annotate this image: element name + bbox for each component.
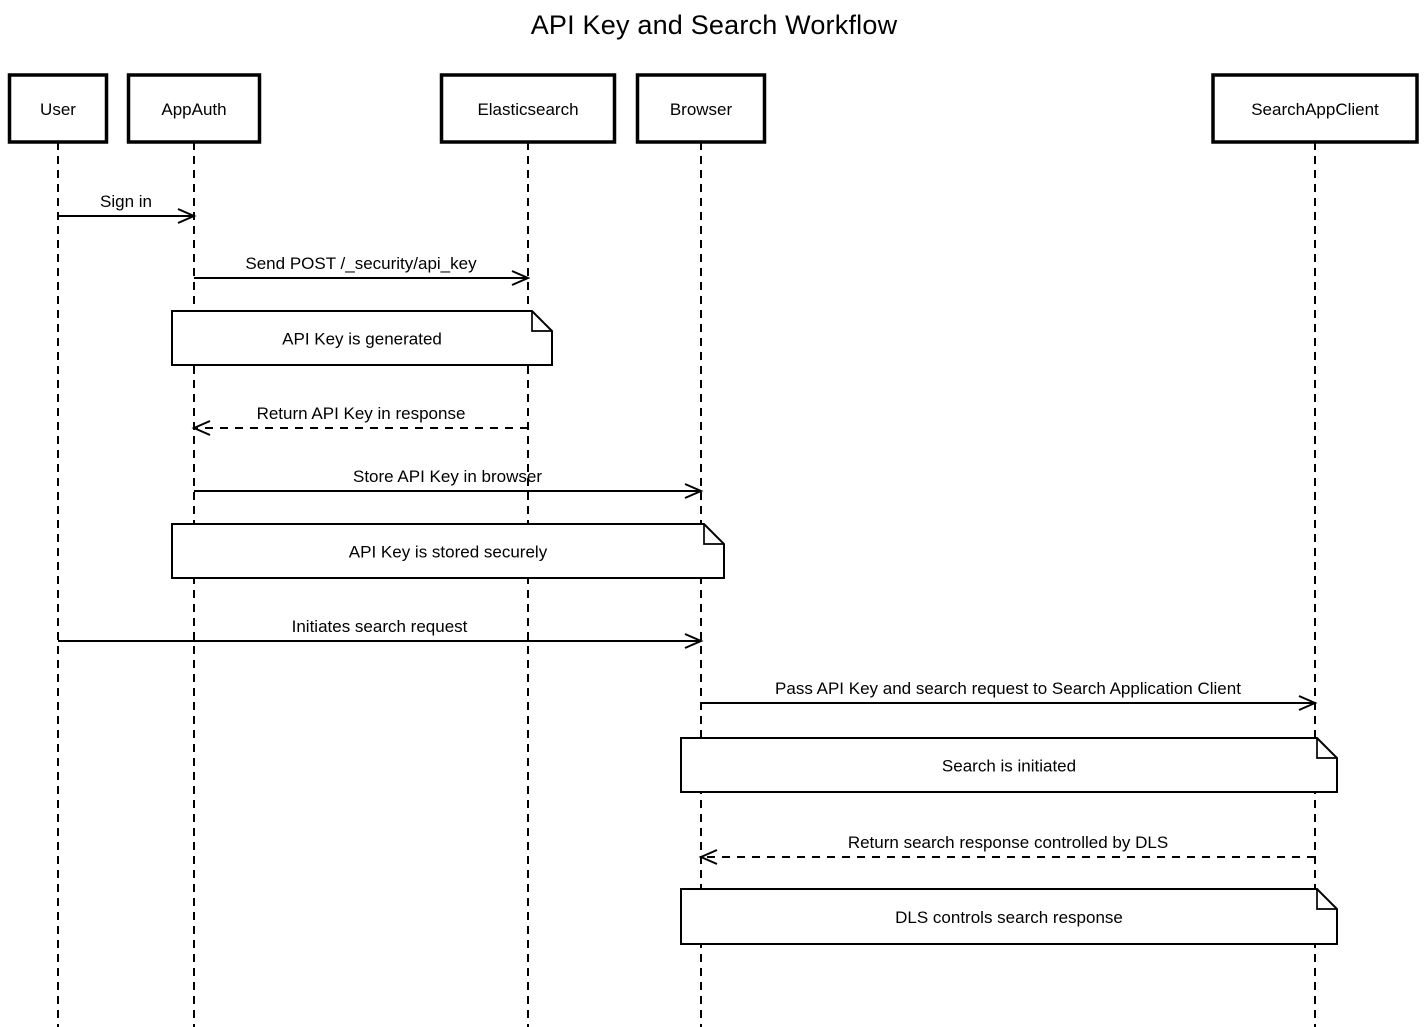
note-box [171,523,725,579]
actor-label-user: User [40,100,76,119]
note-fold-icon [703,524,724,545]
note-fold-icon [1316,738,1337,759]
note-box [680,888,1338,945]
note-label: API Key is generated [282,330,442,349]
actor-label-appauth: AppAuth [161,100,226,119]
message-arrowhead [511,270,531,286]
message-label: Store API Key in browser [353,467,542,486]
message-arrowhead [698,849,718,865]
message-arrowhead [684,483,704,499]
actor-label-browser: Browser [670,100,733,119]
actor-box-searchappclient [1211,73,1419,144]
message-label: Return API Key in response [257,404,466,423]
note-box [680,737,1338,793]
message-label: Return search response controlled by DLS [848,833,1168,852]
actor-box-user [7,73,109,144]
actor-label-searchappclient: SearchAppClient [1251,100,1379,119]
note-label: DLS controls search response [895,908,1123,927]
message-label: Send POST /_security/api_key [245,254,477,273]
message-arrowhead [684,633,704,649]
note-label: API Key is stored securely [349,543,548,562]
diagram-title: API Key and Search Workflow [530,10,898,40]
note-box [171,310,553,366]
message-label: Pass API Key and search request to Searc… [775,679,1241,698]
message-arrowhead [191,420,211,436]
note-fold-icon [531,311,552,332]
note-fold-icon [1316,889,1337,910]
message-label: Initiates search request [292,617,468,636]
actor-label-elasticsearch: Elasticsearch [477,100,578,119]
message-arrowhead [1298,695,1318,711]
note-label: Search is initiated [942,757,1076,776]
message-arrowhead [177,208,197,224]
actor-box-browser [635,73,767,144]
actor-box-elasticsearch [439,73,617,144]
actor-box-appauth [126,73,262,144]
message-label: Sign in [100,192,152,211]
